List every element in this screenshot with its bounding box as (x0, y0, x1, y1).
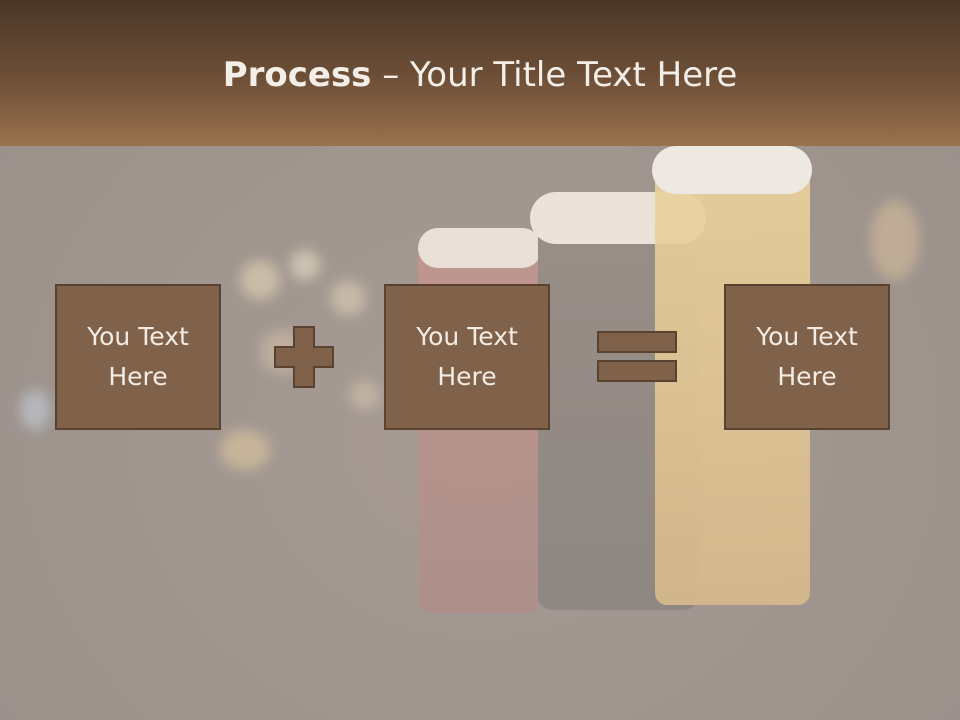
process-box-3-line1: You Text (756, 322, 858, 351)
equals-icon (597, 331, 677, 382)
process-box-3-line2: Here (777, 362, 837, 391)
process-box-3[interactable]: You Text Here (724, 284, 890, 430)
slide-title: Process – Your Title Text Here (0, 52, 960, 98)
process-box-1-line2: Here (108, 362, 168, 391)
image-overlay (0, 146, 960, 720)
title-rest: – Your Title Text Here (371, 55, 738, 95)
plus-icon (274, 326, 334, 388)
process-box-2-line2: Here (437, 362, 497, 391)
title-bold: Process (222, 55, 372, 95)
title-bar: Process – Your Title Text Here (0, 0, 960, 146)
process-box-1-line1: You Text (87, 322, 189, 351)
process-box-1[interactable]: You Text Here (55, 284, 221, 430)
process-box-2-line1: You Text (416, 322, 518, 351)
process-box-2[interactable]: You Text Here (384, 284, 550, 430)
